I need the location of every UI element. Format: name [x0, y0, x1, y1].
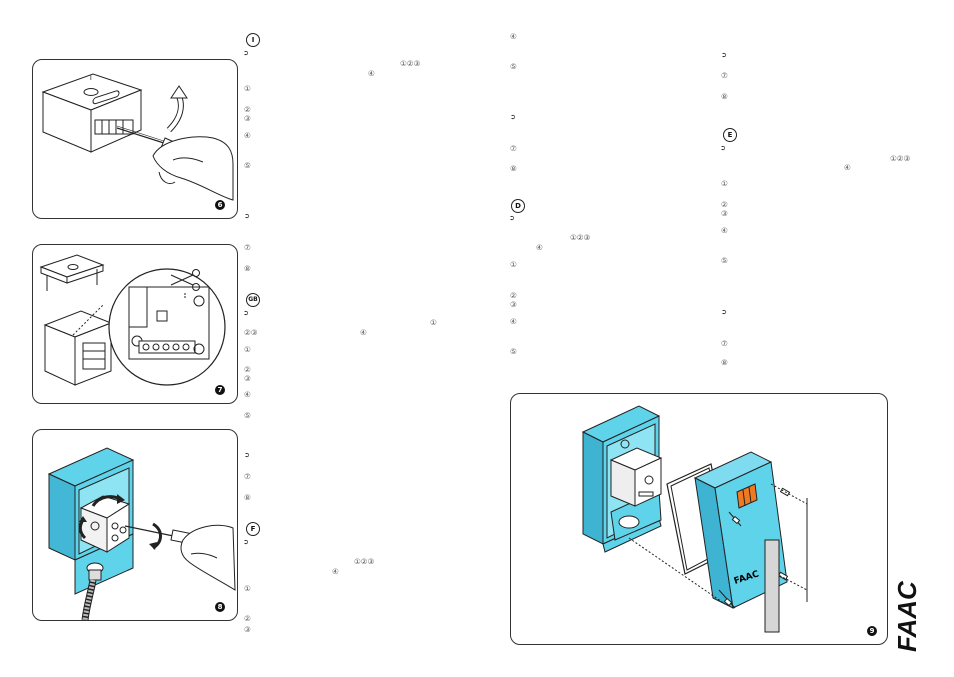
marker-5: ⑤ — [721, 256, 728, 265]
marker-3: ③ — [510, 300, 517, 309]
marker-4: ④ — [360, 328, 367, 337]
bullet-arrow-icon: ➲ — [510, 113, 516, 121]
marker-8: ⑧ — [510, 164, 517, 173]
figure-9: FAAC 9 — [510, 393, 888, 645]
section-marker-english: GB — [246, 293, 260, 307]
marker-123: ①②③ — [400, 59, 421, 68]
marker-7: ⑦ — [510, 144, 517, 153]
section-marker-spanish: E — [723, 128, 737, 142]
marker-8: ⑧ — [244, 493, 251, 502]
marker-4: ④ — [721, 226, 728, 235]
figure-9-drawing: FAAC — [581, 405, 808, 633]
marker-3: ③ — [244, 374, 251, 383]
section-marker-german: D — [511, 199, 525, 213]
brand-logo-text: FAAC — [892, 580, 922, 652]
marker-1: ① — [244, 345, 251, 354]
marker-4: ④ — [244, 131, 251, 140]
bullet-arrow-icon: ➲ — [509, 214, 515, 222]
marker-123: ①②③ — [570, 233, 591, 242]
marker-5: ⑤ — [244, 411, 251, 420]
faac-logo: FAAC — [892, 560, 922, 660]
figure-7-drawing — [39, 254, 226, 386]
marker-2: ② — [244, 614, 251, 623]
marker-3: ③ — [721, 209, 728, 218]
bullet-arrow-icon: ➲ — [720, 144, 726, 152]
marker-4: ④ — [332, 567, 339, 576]
bullet-arrow-icon: ➲ — [243, 538, 249, 546]
figure-7-number: 7 — [215, 385, 225, 395]
marker-2: ② — [721, 200, 728, 209]
figure-7: 7 — [32, 244, 238, 404]
section-marker-italian: I — [246, 33, 260, 47]
marker-4: ④ — [244, 390, 251, 399]
figure-6-number: 6 — [215, 200, 225, 210]
marker-123: ①②③ — [354, 557, 375, 566]
marker-23: ②③ — [244, 328, 258, 337]
marker-3: ③ — [244, 114, 251, 123]
marker-2: ② — [244, 105, 251, 114]
marker-1: ① — [244, 584, 251, 593]
marker-2: ② — [244, 365, 251, 374]
marker-123: ①②③ — [890, 154, 911, 163]
marker-4: ④ — [844, 163, 851, 172]
bullet-arrow-icon: ➲ — [243, 49, 249, 57]
marker-1: ① — [244, 84, 251, 93]
marker-4: ④ — [536, 243, 543, 252]
figure-8: 8 — [32, 429, 238, 621]
bullet-arrow-icon: ➲ — [244, 212, 250, 220]
figure-9-number: 9 — [867, 626, 877, 636]
marker-8: ⑧ — [721, 92, 728, 101]
marker-7: ⑦ — [244, 472, 251, 481]
marker-2: ② — [510, 291, 517, 300]
figure-6-drawing: I — [41, 73, 234, 201]
marker-5: ⑤ — [510, 347, 517, 356]
marker-7: ⑦ — [721, 71, 728, 80]
marker-4: ④ — [510, 317, 517, 326]
marker-1: ① — [721, 179, 728, 188]
marker-5: ⑤ — [510, 62, 517, 71]
figure-8-number: 8 — [215, 602, 225, 612]
marker-1: ① — [430, 318, 437, 327]
bullet-arrow-icon: ➲ — [721, 308, 727, 316]
marker-3: ③ — [244, 625, 251, 634]
marker-5: ⑤ — [244, 161, 251, 170]
marker-4: ④ — [510, 32, 517, 41]
marker-8: ⑧ — [721, 358, 728, 367]
section-marker-french: F — [246, 522, 260, 536]
bullet-arrow-icon: ➲ — [244, 451, 250, 459]
marker-7: ⑦ — [244, 243, 251, 252]
marker-4: ④ — [368, 69, 375, 78]
bullet-arrow-icon: ➲ — [721, 51, 727, 59]
marker-1: ① — [510, 260, 517, 269]
bullet-arrow-icon: ➲ — [243, 309, 249, 317]
figure-6: I 6 — [32, 59, 238, 219]
marker-8: ⑧ — [244, 264, 251, 273]
svg-text:I: I — [90, 75, 92, 82]
figure-8-drawing — [47, 447, 236, 620]
marker-7: ⑦ — [721, 339, 728, 348]
